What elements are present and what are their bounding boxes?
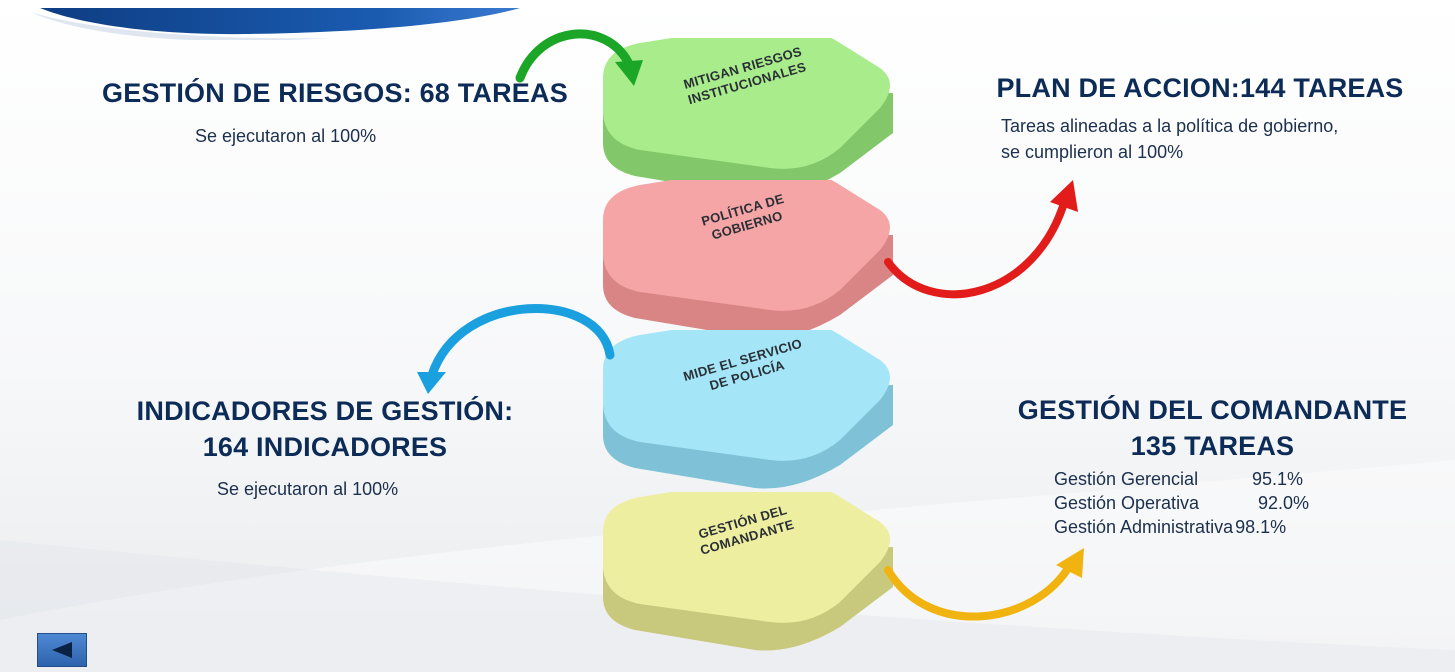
block-top	[603, 330, 890, 461]
action-plan-description-line1: Tareas alineadas a la política de gobier…	[1001, 116, 1339, 136]
stat-value: 95.1%	[1252, 469, 1304, 489]
stat-row: Gestión Gerencial 95.1%	[1054, 467, 1309, 491]
red-curved-arrow	[884, 180, 1078, 299]
indicators-title-line1: INDICADORES DE GESTIÓN:	[136, 396, 514, 426]
action-plan-description-line2: se cumplieron al 100%	[1001, 142, 1184, 162]
left-triangle-icon	[52, 642, 72, 658]
risk-management-title: GESTIÓN DE RIESGOS: 68 TAREAS	[102, 78, 568, 108]
block-shape	[603, 492, 893, 651]
block-police-service: MIDE EL SERVICIO DE POLICÍA	[595, 330, 895, 489]
blue-curved-arrow	[417, 304, 615, 394]
indicators-title-line2: 164 INDICADORES	[202, 432, 448, 462]
stat-row: Gestión Operativa 92.0%	[1054, 491, 1309, 515]
block-shape	[603, 38, 893, 197]
header-swoosh	[30, 8, 520, 40]
stat-value: 98.1%	[1235, 517, 1287, 537]
block-shape	[603, 330, 893, 489]
block-mitigate-risks: MITIGAN RIESGOS INSTITUCIONALES	[595, 38, 895, 197]
indicators-subtitle: Se ejecutaron al 100%	[217, 479, 399, 499]
block-top	[603, 180, 890, 311]
commander-title-line2: 135 TAREAS	[1130, 431, 1295, 461]
stat-row: Gestión Administrativa 98.1%	[1054, 515, 1309, 539]
commander-stats: Gestión Gerencial 95.1% Gestión Operativ…	[1054, 467, 1309, 539]
block-government-policy: POLÍTICA DE GOBIERNO	[595, 180, 895, 339]
stat-name: Gestión Gerencial	[1054, 469, 1199, 489]
gold-curved-arrow	[884, 548, 1084, 621]
block-top	[603, 38, 890, 169]
block-commander-management: GESTIÓN DEL COMANDANTE	[595, 492, 895, 651]
block-shape	[603, 180, 893, 339]
stat-name: Gestión Administrativa	[1054, 517, 1234, 537]
action-plan-title: PLAN DE ACCION:144 TAREAS	[996, 73, 1404, 103]
green-curved-arrow	[515, 29, 643, 86]
stat-value: 92.0%	[1258, 493, 1310, 513]
risk-management-subtitle: Se ejecutaron al 100%	[195, 126, 377, 146]
block-top	[603, 492, 890, 623]
commander-title-line1: GESTIÓN DEL COMANDANTE	[1017, 395, 1408, 425]
stat-name: Gestión Operativa	[1054, 493, 1200, 513]
back-button[interactable]	[37, 633, 87, 667]
